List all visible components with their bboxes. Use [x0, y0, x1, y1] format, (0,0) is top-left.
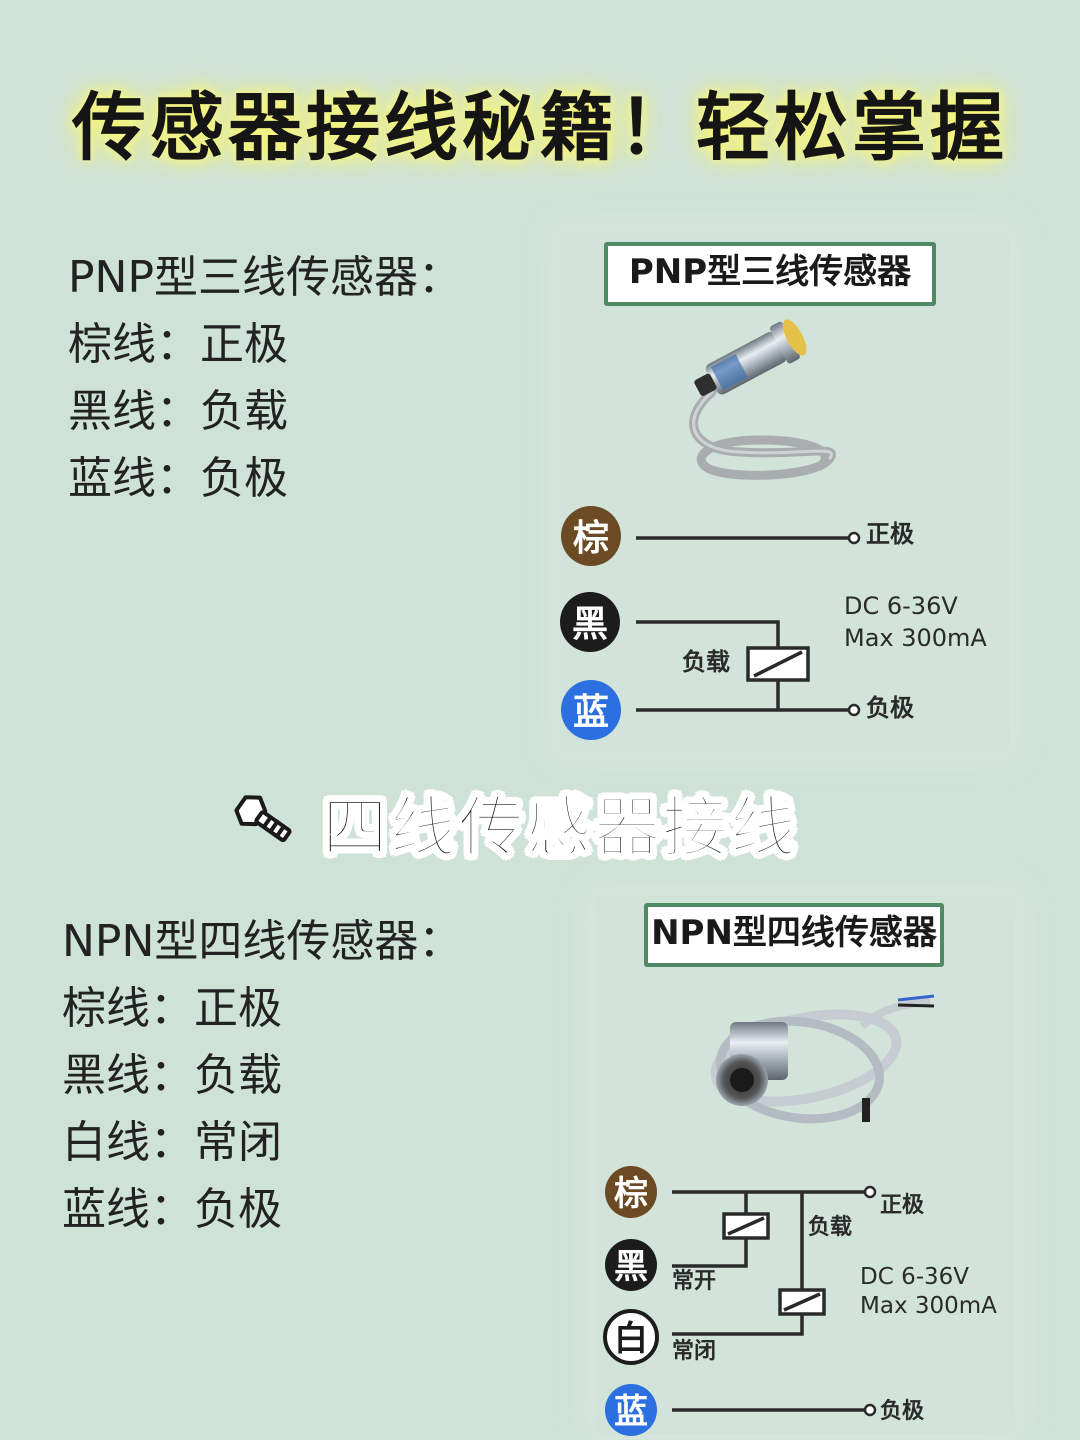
npn-brown-wire-badge — [605, 1166, 657, 1218]
page-title: 传感器接线秘籍！轻松掌握 — [72, 85, 1008, 171]
pnp-brown-wire-badge — [561, 506, 621, 566]
pnp-wiring — [636, 536, 850, 712]
pnp-spec-heading: PNP型三线传感器： — [68, 252, 462, 303]
pnp-black-wire — [636, 620, 780, 648]
npn-spec-brown: 棕线：正极 — [62, 983, 282, 1034]
npn-nc-coil-diagonal — [783, 1292, 821, 1312]
npn-white-wire-badge — [603, 1309, 659, 1365]
pnp-load-label: 负载 — [682, 648, 730, 676]
npn-wiring — [672, 1190, 866, 1412]
npn-blue-wire-badge — [605, 1384, 657, 1436]
pnp-spec-black: 黑线：负载 — [68, 386, 288, 437]
npn-normally-closed-label: 常闭 — [672, 1338, 716, 1364]
pnp-black-wire-badge — [560, 592, 620, 652]
npn-positive-label: 正极 — [880, 1193, 925, 1218]
npn-normally-open-label: 常开 — [672, 1268, 716, 1294]
pnp-negative-label: 负极 — [866, 694, 914, 722]
section-header: 四线传感器接线 — [220, 782, 798, 867]
npn-negative-label: 负极 — [880, 1399, 925, 1424]
bolt-nut-icon — [234, 795, 292, 843]
npn-negative-terminal — [863, 1403, 877, 1417]
pnp-spec-brown: 棕线：正极 — [68, 319, 288, 370]
npn-black-wire-label: 黑 — [614, 1247, 648, 1287]
npn-voltage: DC 6-36V — [860, 1264, 969, 1290]
npn-white-wire — [672, 1314, 804, 1336]
pnp-brown-wire-label: 棕 — [573, 518, 609, 559]
npn-spec-list: NPN型四线传感器： 棕线：正极 黑线：负载 白线：常闭 蓝线：负极 — [62, 908, 462, 1243]
pnp-negative-terminal — [847, 703, 861, 717]
pnp-spec-blue: 蓝线：负极 — [68, 453, 288, 504]
pnp-current: Max 300mA — [844, 624, 987, 652]
npn-brown-wire-label: 棕 — [614, 1174, 648, 1214]
pnp-blue-wire-badge — [561, 680, 621, 740]
npn-load-label: 负载 — [808, 1214, 852, 1240]
pnp-positive-label: 正极 — [866, 520, 914, 548]
pnp-voltage: DC 6-36V — [844, 592, 958, 620]
pnp-positive-terminal — [847, 531, 861, 545]
npn-diagram-panel — [595, 895, 1015, 1435]
npn-positive-terminal — [863, 1185, 877, 1199]
pnp-load-coil-diagonal — [753, 650, 803, 678]
npn-sensor-image — [710, 994, 935, 1124]
npn-spec-black: 黑线：负载 — [62, 1050, 282, 1101]
npn-diagram-label: NPN型四线传感器 — [644, 903, 944, 967]
npn-white-wire-label: 白 — [614, 1319, 648, 1359]
npn-black-wire — [672, 1238, 748, 1268]
npn-spec-blue: 蓝线：负极 — [62, 1184, 282, 1235]
pnp-diagram-label: PNP型三线传感器 — [604, 242, 936, 306]
pnp-black-wire-label: 黑 — [572, 604, 608, 645]
pnp-sensor-image — [689, 319, 837, 480]
section-title: 四线传感器接线 — [321, 788, 798, 867]
pnp-spec-list: PNP型三线传感器： 棕线：正极 黑线：负载 蓝线：负极 — [68, 244, 462, 512]
npn-no-coil-diagonal — [727, 1216, 765, 1236]
npn-blue-wire-label: 蓝 — [614, 1392, 648, 1432]
pnp-blue-wire-label: 蓝 — [573, 692, 609, 733]
npn-current: Max 300mA — [860, 1293, 997, 1319]
npn-spec-heading: NPN型四线传感器： — [62, 916, 463, 967]
npn-black-wire-badge — [605, 1239, 657, 1291]
npn-spec-white: 白线：常闭 — [62, 1117, 282, 1168]
